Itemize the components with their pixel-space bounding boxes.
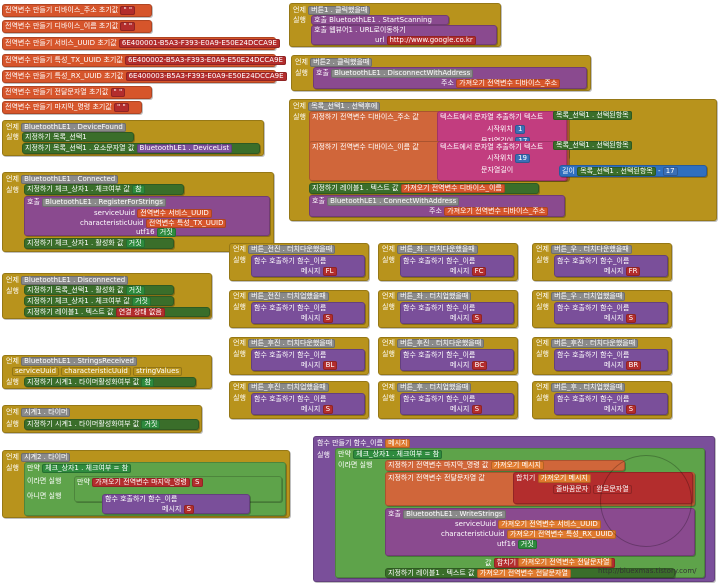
direction-msg[interactable]: S: [625, 404, 637, 414]
call-proc[interactable]: 함수 호출하기 함수_이름 메시지 S: [251, 302, 365, 324]
call-proc[interactable]: 함수 호출하기 함수_이름 메시지 BC: [400, 349, 514, 371]
global-var-5[interactable]: 전역변수 만들기 전달문자열 초기값 " ": [2, 86, 152, 99]
event-timer1[interactable]: 언제 시계1 . 타이머 실행 지정하기 시계1 . 타이머활성화여부 값 거짓: [2, 405, 202, 433]
event-touch-11[interactable]: 언제 버튼_후 . 터치업했을때 실행 함수 호출하기 함수_이름 메시지 S: [532, 381, 672, 419]
call-goto-url[interactable]: 호출 웹뷰어1 . URL로이동하기 url http://www.google…: [311, 25, 497, 45]
set-name[interactable]: 지정하기 전역변수 디바이스_이름 값 텍스트에서 문자열 추출하기 텍스트 시…: [309, 141, 569, 181]
event-connected[interactable]: 언제 BluetoothLE1 . Connected 실행 지정하기 체크_상…: [2, 172, 274, 252]
global-var-4[interactable]: 전역변수 만들기 특성_RX_UUID 초기값 6E400003-B5A3-F3…: [2, 70, 287, 83]
empty-string[interactable]: " ": [120, 21, 136, 31]
length-minus[interactable]: 길이 목록_선택1 . 선택된항목 - 17: [559, 165, 707, 177]
call-proc[interactable]: 함수 호출하기 함수_이름 메시지 FL: [251, 255, 365, 277]
if-block[interactable]: 만약 체크_상자1 . 체크여부 = 참 이라면 실행 만약 가져오기 전역변수…: [24, 462, 286, 516]
call-proc[interactable]: 함수 호출하기 함수_이름 메시지 FR: [554, 255, 668, 277]
global-var-6[interactable]: 전역변수 만들기 마지막_명령 초기값 " ": [2, 101, 142, 114]
direction-msg[interactable]: FC: [471, 266, 487, 276]
event-name: BluetoothLE1 . DeviceFound: [21, 122, 126, 132]
compare-checkbox[interactable]: 체크_상자1 . 체크여부 = 참: [42, 463, 132, 473]
event-name: BluetoothLE1 . Disconnected: [21, 275, 129, 285]
event-name: BluetoothLE1 . StringsReceived: [21, 356, 137, 366]
direction-msg[interactable]: S: [322, 313, 334, 323]
event-touch-1[interactable]: 언제 버튼_좌 . 터치다운했을때 실행 함수 호출하기 함수_이름 메시지 F…: [378, 243, 518, 281]
proc-set-last-cmd[interactable]: 지정하기 전역변수 마지막_명령 값 가져오기 메시지: [385, 460, 625, 471]
uuid-value[interactable]: 6E400001-B5A3-F393-E0A9-E50E24DCCA9E: [118, 38, 280, 48]
event-timer2[interactable]: 언제 시계2 . 타이머 실행 만약 체크_상자1 . 체크여부 = 참 이라면…: [2, 450, 290, 518]
call-start-scan[interactable]: 호출 BluetoothLE1 . StartScanning: [311, 15, 449, 25]
set-checkbox-checked[interactable]: 지정하기 체크_상자1 . 체크여부 값 참: [24, 184, 184, 195]
event-picker-after[interactable]: 언제 목록_선택1 . 선택후에 실행 지정하기 전역변수 디바이스_주소 값 …: [289, 99, 717, 221]
set-row-1[interactable]: 지정하기 목록_선택1 . 활성화 값 거짓: [24, 285, 174, 295]
substring-2[interactable]: 텍스트에서 문자열 추출하기 텍스트 시작위치 19 문자열길이: [437, 141, 567, 181]
set-timer-enabled[interactable]: 지정하기 시계1 . 타이머활성화여부 값 참: [24, 377, 196, 387]
event-touch-8[interactable]: 언제 버튼_후진 . 터치다운했을때 실행 함수 호출하기 함수_이름 메시지 …: [532, 337, 672, 375]
direction-msg[interactable]: FR: [625, 266, 641, 276]
call-proc[interactable]: 함수 호출하기 함수_이름 메시지 BR: [554, 349, 668, 371]
picker-selection-1: 목록_선택1 . 선택된항목: [553, 111, 632, 120]
direction-msg[interactable]: S: [625, 313, 637, 323]
set-row-2[interactable]: 지정하기 체크_상자1 . 체크여부 값 거짓: [24, 296, 174, 306]
global-var-3[interactable]: 전역변수 만들기 특성_TX_UUID 초기값 6E400002-B5A3-F3…: [2, 54, 286, 67]
proc-set-label[interactable]: 지정하기 레이블1 . 텍스트 값 가져오기 전역변수 전달문자열: [385, 568, 675, 578]
event-touch-0[interactable]: 언제 버튼_전진 . 터치다운했을때 실행 함수 호출하기 함수_이름 메시지 …: [229, 243, 369, 281]
call-device-list[interactable]: BluetoothLE1 . DeviceList: [136, 143, 233, 153]
set-row-3[interactable]: 지정하기 레이블1 . 텍스트 값 연결 상태 없음: [24, 307, 210, 317]
event-touch-7[interactable]: 언제 버튼_후진 . 터치다운했을때 실행 함수 호출하기 함수_이름 메시지 …: [378, 337, 518, 375]
call-disconnect[interactable]: 호출 BluetoothLE1 . DisconnectWithAddress …: [313, 67, 587, 89]
global-var-2[interactable]: 전역변수 만들기 서비스_UUID 초기값 6E400001-B5A3-F393…: [2, 37, 280, 50]
event-name: BluetoothLE1 . Connected: [21, 174, 119, 184]
set-picker-elements[interactable]: 지정하기 목록_선택1: [22, 132, 134, 142]
call-proc[interactable]: 함수 호출하기 함수_이름 메시지 S: [400, 302, 514, 324]
call-register-strings[interactable]: 호출 BluetoothLE1 . RegisterForStrings ser…: [24, 196, 270, 237]
call-connect[interactable]: 호출 BluetoothLE1 . ConnectWithAddress 주소 …: [309, 195, 565, 217]
set-checkbox-enabled[interactable]: 지정하기 체크_상자1 . 활성화 값 거짓: [24, 238, 174, 249]
event-touch-3[interactable]: 언제 버튼_전진 . 터치업했을때 실행 함수 호출하기 함수_이름 메시지 S: [229, 290, 369, 328]
blog-logo-watermark: [600, 455, 692, 547]
picker-selection-2: 목록_선택1 . 선택된항목: [553, 141, 632, 150]
event-disconnected[interactable]: 언제 BluetoothLE1 . Disconnected 실행 지정하기 목…: [2, 273, 212, 319]
call-proc[interactable]: 함수 호출하기 함수_이름 메시지 S: [102, 494, 250, 514]
global-var-1[interactable]: 전역변수 만들기 디바이스_이름 초기값 " ": [2, 20, 152, 33]
set-picker-elements-2[interactable]: 지정하기 목록_선택1 . 요소문자열 값 BluetoothLE1 . Dev…: [22, 143, 260, 154]
event-device-found[interactable]: 언제 BluetoothLE1 . DeviceFound 실행 지정하기 목록…: [2, 120, 264, 156]
empty-string[interactable]: " ": [120, 5, 136, 15]
call-proc[interactable]: 함수 호출하기 함수_이름 메시지 FC: [400, 255, 514, 277]
direction-msg[interactable]: S: [322, 404, 334, 414]
event-touch-2[interactable]: 언제 버튼_우 . 터치다운했을때 실행 함수 호출하기 함수_이름 메시지 F…: [532, 243, 672, 281]
empty-string[interactable]: " ": [110, 87, 126, 97]
uuid-value[interactable]: 6E400003-B5A3-F393-E0A9-E50E24DCCA9E: [125, 71, 287, 81]
event-strings-received[interactable]: 언제 BluetoothLE1 . StringsReceived servic…: [2, 355, 212, 389]
set-label-text[interactable]: 지정하기 레이블1 . 텍스트 값 가져오기 전역변수 디바이스_이름: [309, 183, 539, 194]
event-touch-5[interactable]: 언제 버튼_우 . 터치업했을때 실행 함수 호출하기 함수_이름 메시지 S: [532, 290, 672, 328]
empty-string[interactable]: " ": [114, 102, 129, 112]
set-timer-disabled[interactable]: 지정하기 시계1 . 타이머활성화여부 값 거짓: [24, 419, 199, 430]
direction-msg[interactable]: BL: [322, 360, 338, 370]
direction-msg[interactable]: FL: [322, 266, 337, 276]
call-proc[interactable]: 함수 호출하기 함수_이름 메시지 S: [400, 393, 514, 415]
event-btn1-click[interactable]: 언제 버튼1 . 클릭했을때 실행 호출 BluetoothLE1 . Star…: [289, 3, 501, 47]
call-proc[interactable]: 함수 호출하기 함수_이름 메시지 BL: [251, 349, 365, 371]
call-proc[interactable]: 함수 호출하기 함수_이름 메시지 S: [554, 302, 668, 324]
call-proc[interactable]: 함수 호출하기 함수_이름 메시지 S: [251, 393, 365, 415]
call-proc[interactable]: 함수 호출하기 함수_이름 메시지 S: [554, 393, 668, 415]
uuid-value[interactable]: 6E400002-B5A3-F393-E0A9-E50E24DCCA9E: [125, 55, 286, 65]
event-btn2-click[interactable]: 언제 버튼2 . 클릭했을때 실행 호출 BluetoothLE1 . Disc…: [291, 55, 591, 91]
direction-msg[interactable]: S: [471, 404, 483, 414]
direction-msg[interactable]: BR: [625, 360, 642, 370]
global-var-0[interactable]: 전역변수 만들기 디바이스_주소 초기값 " ": [2, 4, 152, 17]
event-touch-10[interactable]: 언제 버튼_후 . 터치업했을때 실행 함수 호출하기 함수_이름 메시지 S: [378, 381, 518, 419]
event-touch-9[interactable]: 언제 버튼_후진 . 터치업했을때 실행 함수 호출하기 함수_이름 메시지 S: [229, 381, 369, 419]
direction-msg[interactable]: S: [471, 313, 483, 323]
watermark-url: http://bluexmas.tistory.com/: [598, 567, 697, 575]
direction-msg[interactable]: BC: [471, 360, 488, 370]
event-touch-6[interactable]: 언제 버튼_후진 . 터치다운했을때 실행 함수 호출하기 함수_이름 메시지 …: [229, 337, 369, 375]
event-touch-4[interactable]: 언제 버튼_좌 . 터치업했을때 실행 함수 호출하기 함수_이름 메시지 S: [378, 290, 518, 328]
